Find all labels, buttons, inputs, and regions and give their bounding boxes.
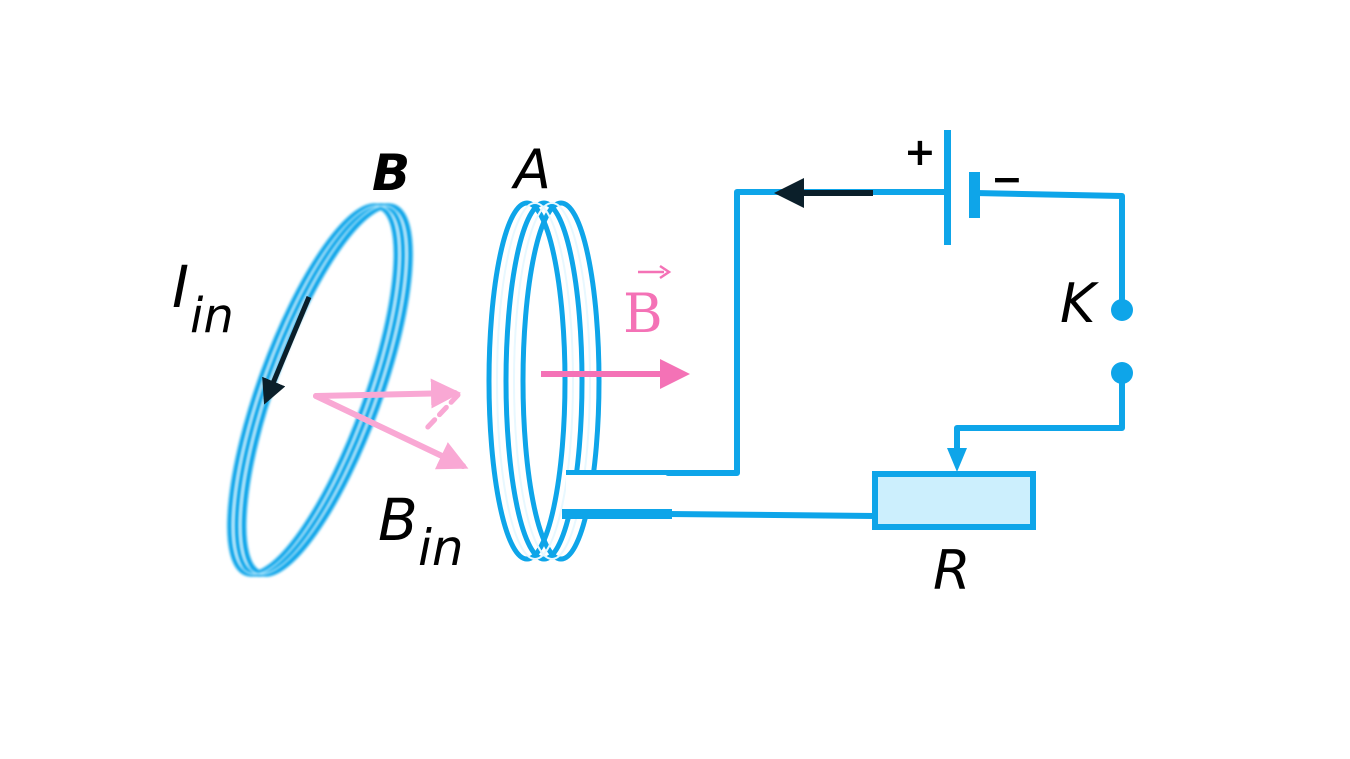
rheostat-icon (872, 448, 1036, 530)
coil-b-highlight (232, 205, 407, 575)
coil-a-highlight (496, 202, 591, 560)
coil-a-leads (562, 470, 672, 519)
coil-b-label: B (372, 144, 410, 202)
switch-contacts-icon (1111, 299, 1133, 384)
current-i-label: I (172, 253, 189, 321)
coil-a-label: A (511, 138, 551, 201)
field-vector-label: B (623, 282, 663, 345)
field-vector-overarrow (638, 264, 672, 280)
induced-field-arrows (313, 378, 469, 470)
coil-a (486, 200, 602, 562)
induced-current-arrow (262, 296, 312, 405)
battery-icon (944, 130, 980, 245)
current-i-subscript: in (190, 288, 234, 344)
battery-minus-label: − (991, 157, 1023, 201)
field-b-in-subscript: in (418, 519, 464, 577)
field-b-in-label: B (378, 486, 418, 554)
circuit-wires (665, 189, 1125, 519)
battery-plus-label: + (904, 130, 936, 174)
switch-label: K (1060, 272, 1099, 335)
resistor-label: R (933, 539, 971, 602)
